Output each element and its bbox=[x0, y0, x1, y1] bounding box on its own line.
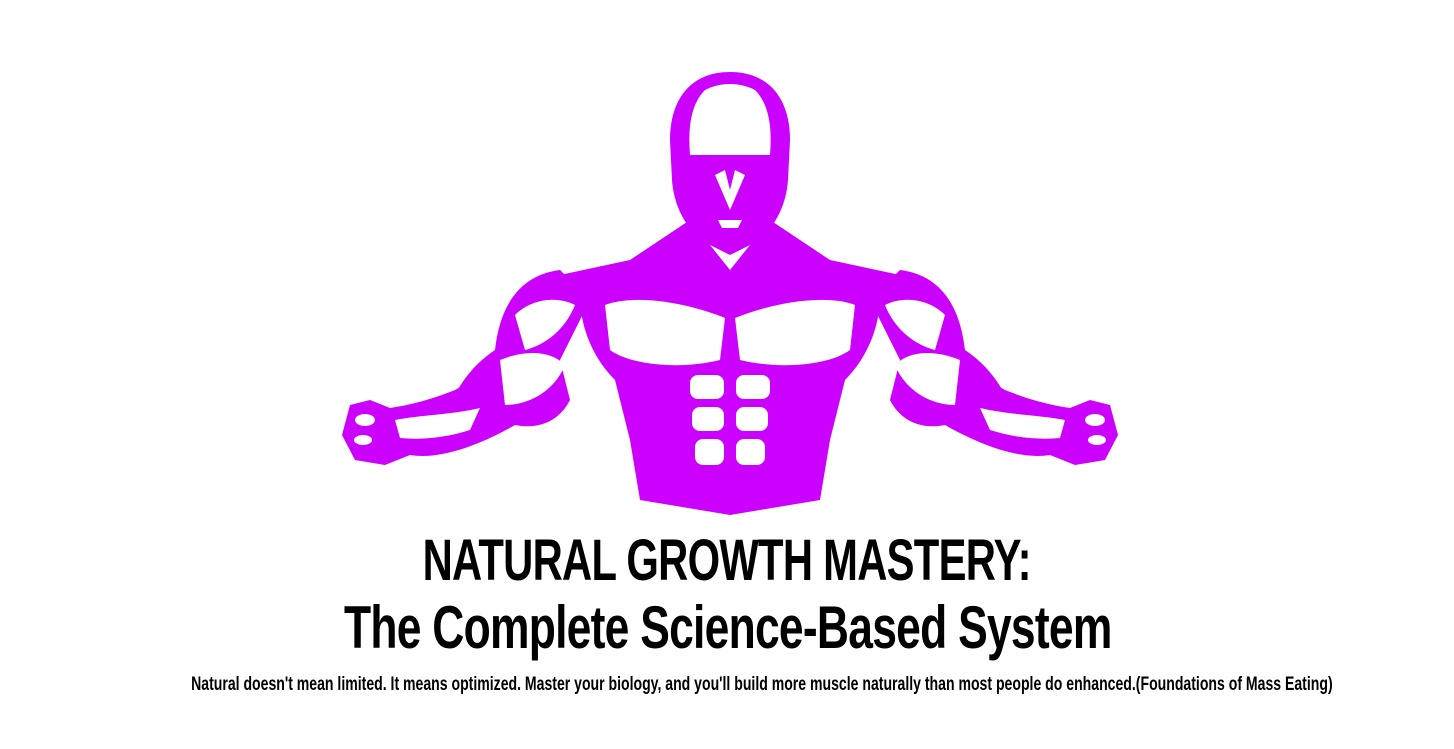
tagline-text: Natural doesn't mean limited. It means o… bbox=[191, 674, 1333, 695]
title-subheading: The Complete Science-Based System bbox=[343, 594, 1112, 661]
title-heading: NATURAL GROWTH MASTERY: bbox=[422, 528, 1032, 593]
muscle-man-icon bbox=[342, 72, 1118, 515]
bodybuilder-illustration bbox=[330, 60, 1130, 520]
